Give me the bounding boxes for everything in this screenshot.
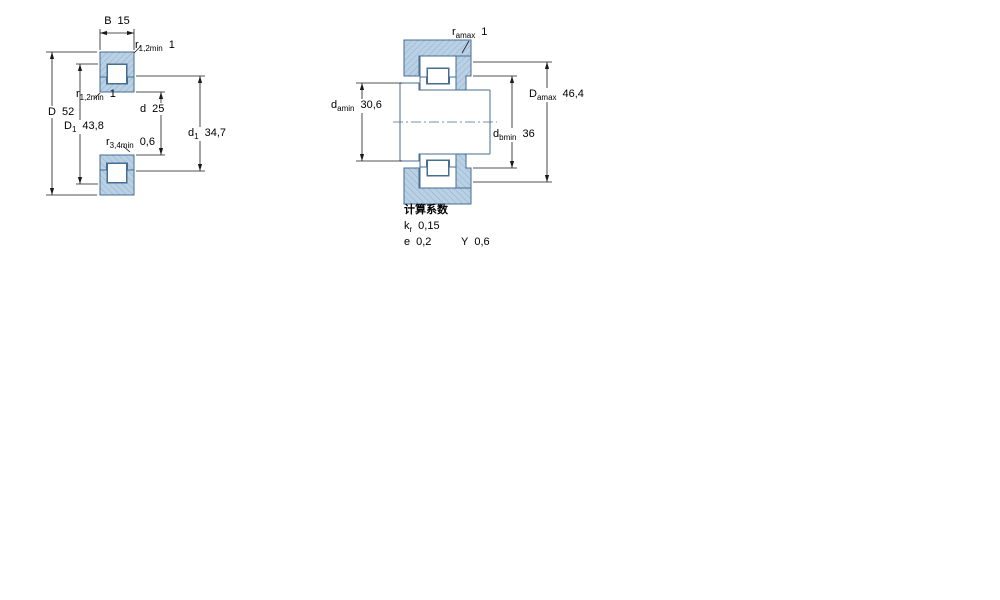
dim-label-D1: D1 43,8	[62, 120, 106, 135]
dim-subscript: 3,4min	[109, 141, 134, 151]
factor-e: e 0,2	[404, 236, 431, 248]
dim-label-d: d 25	[138, 103, 167, 115]
dim-symbol: d	[331, 99, 338, 111]
inner-ring-section	[99, 76, 135, 93]
dim-label-r12min-inner: r1,2min 1	[76, 88, 116, 102]
dim-symbol: D	[529, 88, 537, 100]
abutment-ring-section	[455, 55, 472, 91]
dim-symbol: d	[188, 127, 195, 139]
shaft-outline	[399, 82, 491, 162]
dim-subscript: amax	[455, 31, 476, 41]
dim-label-d1: d1 34,7	[186, 127, 228, 142]
dim-label-r12min-top: r1,2min 1	[135, 39, 175, 53]
dim-value: 1	[168, 39, 175, 51]
inner-ring-outline	[419, 76, 457, 91]
dim-symbol: r	[135, 39, 139, 51]
factor-subscript: r	[409, 225, 413, 235]
factor-value: 0,6	[474, 236, 490, 248]
factor-value: 0,15	[418, 220, 440, 232]
dim-value: 34,7	[204, 127, 226, 139]
dim-label-D: D 52	[46, 106, 77, 118]
dim-subscript: 1	[71, 125, 77, 135]
dim-symbol: d	[493, 128, 500, 140]
dim-symbol: r	[106, 136, 110, 148]
roller-section	[107, 64, 127, 84]
roller-outline	[427, 68, 449, 84]
dim-value: 43,8	[82, 120, 104, 132]
dim-label-damin: damin 30,6	[329, 99, 384, 114]
dim-value: 15	[117, 15, 130, 27]
dim-value: 1	[109, 88, 116, 100]
left-view-dimension-lines	[46, 29, 205, 196]
factor-value: 0,2	[416, 236, 432, 248]
housing-shoulder-section	[403, 39, 472, 77]
mirrored-bearing-half	[99, 154, 135, 196]
dim-label-dbmin: dbmin 36	[491, 128, 537, 143]
dim-value: 46,4	[562, 88, 584, 100]
dim-subscript: amax	[536, 93, 557, 103]
dim-subscript: 1	[194, 132, 199, 142]
right-mounting-view	[393, 39, 497, 205]
dim-symbol: D	[48, 106, 56, 118]
dim-value: 0,6	[139, 136, 155, 148]
dim-label-r34min: r3,4min 0,6	[106, 136, 155, 150]
dim-symbol: r	[76, 88, 80, 100]
factor-Y: Y 0,6	[461, 236, 490, 248]
dim-subscript: amin	[337, 104, 355, 114]
dim-value: 52	[61, 106, 75, 118]
dim-value: 25	[152, 103, 165, 115]
dim-label-B: B 15	[85, 15, 149, 27]
left-bearing-cross-section	[99, 51, 135, 196]
calculation-factors-heading: 计算系数	[404, 204, 448, 216]
dim-symbol: B	[104, 15, 112, 27]
right-view-dimension-lines	[356, 40, 552, 183]
dim-subscript: 1,2min	[138, 44, 163, 54]
dim-subscript: bmin	[499, 133, 517, 143]
dim-symbol: r	[452, 26, 456, 38]
factor-symbol: Y	[461, 236, 469, 248]
dim-value: 36	[522, 128, 535, 140]
dim-symbol: d	[140, 103, 147, 115]
dim-subscript: 1,2min	[79, 93, 104, 103]
factor-kr: kr 0,15	[404, 220, 440, 234]
dim-value: 1	[481, 26, 488, 38]
dim-value: 30,6	[360, 99, 382, 111]
dim-label-Damax: Damax 46,4	[527, 88, 586, 103]
factor-symbol: k	[404, 220, 410, 232]
factor-symbol: e	[404, 236, 411, 248]
dim-label-ramax: ramax 1	[452, 26, 487, 40]
dim-symbol: D	[64, 120, 72, 132]
